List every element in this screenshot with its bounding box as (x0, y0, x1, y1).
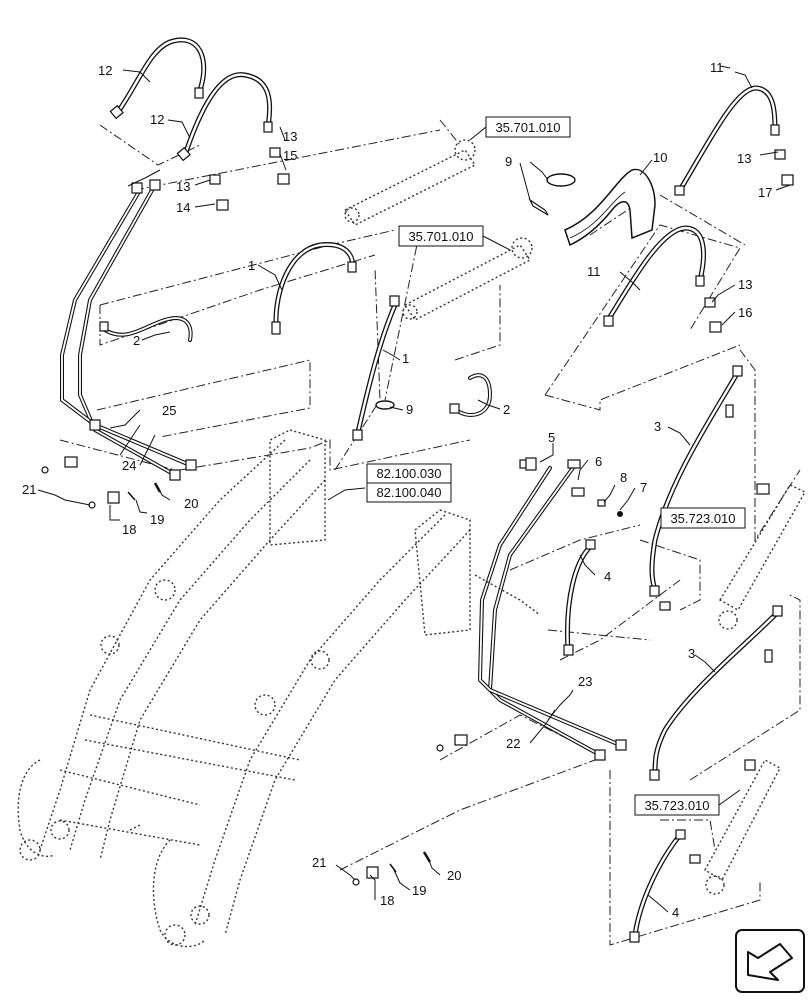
callout-12-upper: 12 (98, 63, 112, 78)
callout-12-lower: 12 (150, 112, 164, 127)
callout-4-lower: 4 (672, 905, 679, 920)
callout-21-bottom: 21 (312, 855, 326, 870)
callout-16: 16 (738, 305, 752, 320)
hose-12-upper (109, 37, 207, 120)
callout-23: 23 (578, 674, 592, 689)
svg-text:35.701.010: 35.701.010 (408, 229, 473, 244)
callout-5: 5 (548, 430, 555, 445)
fittings (41, 147, 794, 886)
reference-box-35-723-010-lower[interactable]: 35.723.010 (634, 789, 741, 816)
callout-18-left: 18 (122, 522, 136, 537)
callout-22: 22 (506, 736, 520, 751)
callout-11-lower: 11 (587, 264, 601, 279)
steel-tube-24-25 (60, 179, 197, 481)
hose-3-lower (649, 605, 783, 781)
loader-frame (17, 429, 541, 948)
view-direction-arrow-icon[interactable] (735, 929, 805, 993)
hose-4-upper (563, 539, 596, 656)
reference-box-35-701-010-top[interactable]: 35.701.010 (469, 116, 571, 141)
callout-19-left: 19 (150, 512, 164, 527)
reference-box-82-100-040[interactable]: 82.100.040 (366, 482, 452, 503)
callout-3-upper: 3 (654, 419, 661, 434)
callout-18-bottom: 18 (380, 893, 394, 908)
callout-17: 17 (758, 185, 772, 200)
reference-box-35-701-010-middle[interactable]: 35.701.010 (398, 225, 511, 251)
tilt-cylinder-upper (718, 484, 806, 630)
hose-1-upper (271, 242, 357, 335)
svg-text:35.701.010: 35.701.010 (495, 120, 560, 135)
steel-tube-22-23 (478, 459, 627, 761)
callout-20-left: 20 (184, 496, 198, 511)
callout-6: 6 (595, 454, 602, 469)
svg-text:82.100.030: 82.100.030 (376, 466, 441, 481)
callout-13-a: 13 (283, 129, 297, 144)
hose-2-upper (99, 316, 193, 342)
svg-text:35.723.010: 35.723.010 (644, 798, 709, 813)
callout-13-b: 13 (176, 179, 190, 194)
hose-11-upper (674, 85, 780, 196)
callout-8: 8 (620, 470, 627, 485)
callout-labels: 12 12 13 15 13 14 1 2 1 9 2 25 24 21 20 … (22, 60, 772, 920)
callout-14: 14 (176, 200, 190, 215)
callout-1-lower: 1 (402, 351, 409, 366)
callout-9-upper: 9 (505, 154, 512, 169)
hose-2-lower (449, 373, 492, 417)
callout-4-upper: 4 (604, 569, 611, 584)
callout-25: 25 (162, 403, 176, 418)
reference-box-35-723-010-upper[interactable]: 35.723.010 (660, 507, 746, 529)
callout-2-lower: 2 (503, 402, 510, 417)
hose-4-lower (629, 829, 686, 943)
callout-19-bottom: 19 (412, 883, 426, 898)
svg-text:35.723.010: 35.723.010 (670, 511, 735, 526)
callout-21-left: 21 (22, 482, 36, 497)
callout-7: 7 (640, 480, 647, 495)
callout-9-lower: 9 (406, 402, 413, 417)
callout-10: 10 (653, 150, 667, 165)
lift-cylinder-upper (343, 139, 477, 226)
callout-11-upper: 11 (710, 60, 724, 75)
callout-3-lower: 3 (688, 646, 695, 661)
callout-1-upper: 1 (248, 258, 255, 273)
leader-lines (37, 65, 791, 913)
tilt-cylinder-lower (704, 759, 781, 895)
hose-11-lower (603, 225, 706, 327)
callout-24: 24 (122, 458, 136, 473)
reference-box-82-100-030[interactable]: 82.100.030 (366, 463, 452, 484)
lift-cylinder-middle (402, 237, 533, 321)
callout-2-upper: 2 (133, 333, 140, 348)
callout-13-c: 13 (737, 151, 751, 166)
callout-20-bottom: 20 (447, 868, 461, 883)
svg-text:82.100.040: 82.100.040 (376, 485, 441, 500)
callout-13-d: 13 (738, 277, 752, 292)
hose-3-upper (649, 365, 743, 597)
hose-1-lower (352, 295, 400, 441)
hose-guard-10 (375, 168, 656, 410)
callout-15: 15 (283, 148, 297, 163)
hose-12-lower (176, 72, 273, 162)
